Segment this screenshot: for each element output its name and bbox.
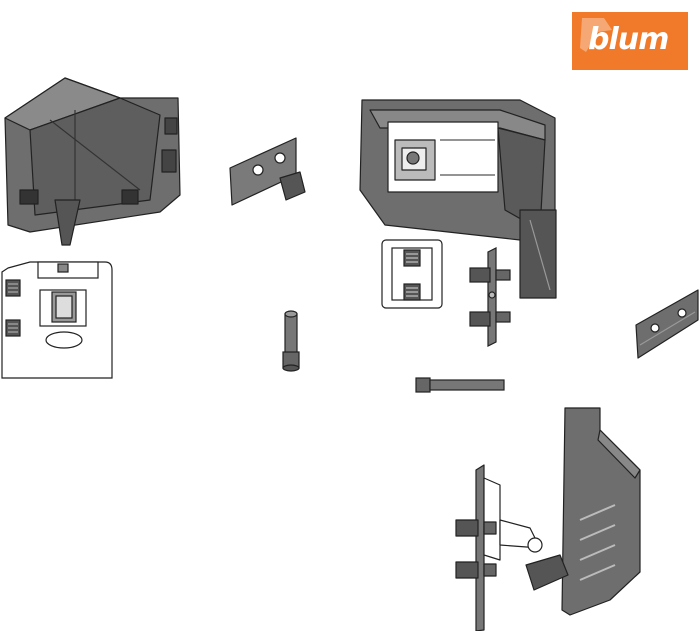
brand-mark-icon — [580, 18, 612, 52]
drawer-mount — [455, 464, 543, 632]
screw-bracket — [469, 247, 511, 347]
corner-connector-left — [4, 77, 181, 246]
angled-plate — [635, 289, 699, 359]
side-panel — [525, 407, 641, 616]
brand-name: blum — [588, 22, 669, 57]
bracket-small — [229, 137, 306, 206]
square-clip — [381, 239, 443, 309]
mounting-plate-left — [1, 261, 113, 379]
brand-logo — [572, 12, 688, 70]
pin-vertical — [282, 310, 300, 372]
pin-horizontal — [415, 377, 505, 393]
corner-connector-right — [359, 99, 557, 299]
